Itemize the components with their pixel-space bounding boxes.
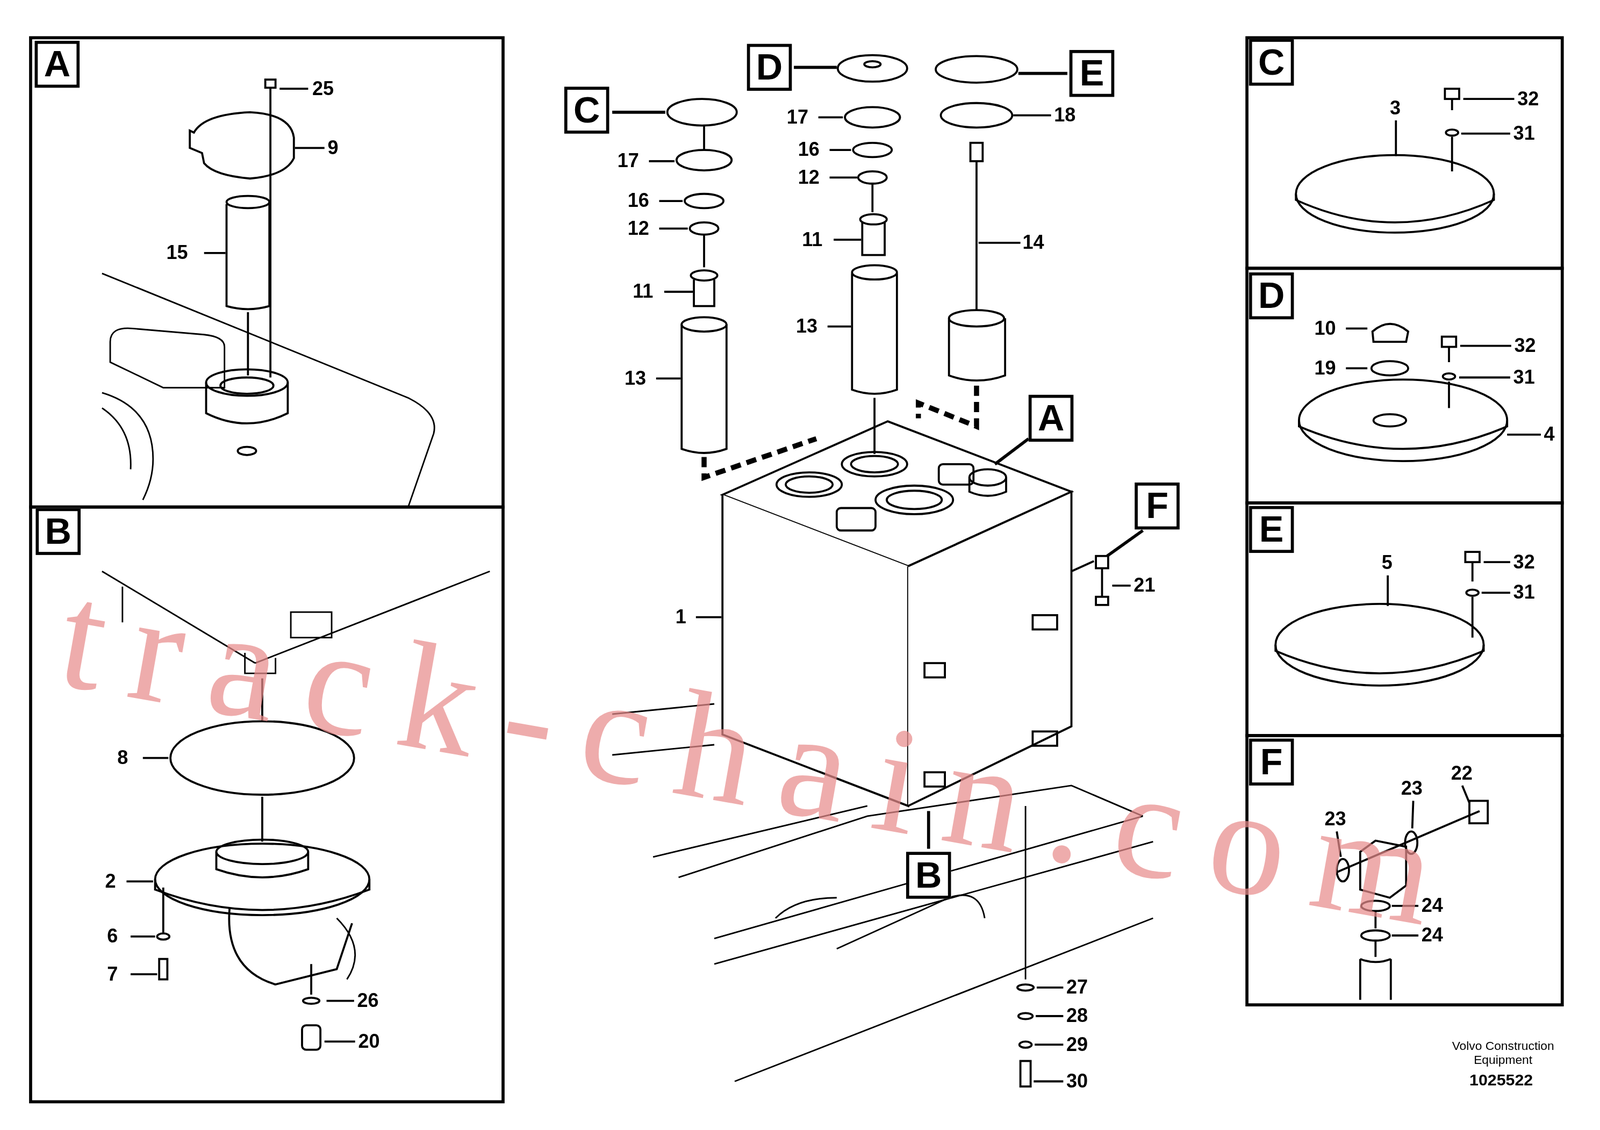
view-letter-box: A <box>34 40 81 88</box>
callout-number: 31 <box>1512 582 1537 604</box>
callout-number: 28 <box>1065 1005 1089 1028</box>
callout-number: 32 <box>1513 335 1538 357</box>
view-letter-box: F <box>1249 738 1295 786</box>
callout-number: 7 <box>105 963 119 986</box>
callout-number: 11 <box>800 228 824 251</box>
callout-number: 6 <box>105 926 119 948</box>
callout-number: 23 <box>1400 778 1424 800</box>
callout-number: 14 <box>1021 232 1045 254</box>
callout-number: 3 <box>1388 97 1402 119</box>
callout-number: 15 <box>165 242 190 264</box>
callout-number: 31 <box>1512 123 1537 145</box>
callout-number: 30 <box>1065 1071 1089 1093</box>
view-letter: E <box>1079 55 1105 92</box>
view-letter: A <box>44 45 71 83</box>
callout-number: 12 <box>797 167 821 189</box>
callout-number: 4 <box>1543 424 1556 446</box>
callout-number: 5 <box>1380 552 1394 575</box>
callout-number: 13 <box>794 316 819 338</box>
callout-number: 17 <box>616 150 641 172</box>
view-letter: C <box>1258 44 1285 81</box>
callout-number: 17 <box>785 106 810 128</box>
view-letter-box: C <box>564 86 610 134</box>
view-letter: B <box>45 513 72 550</box>
callout-number: 12 <box>626 217 651 240</box>
view-letter-box: B <box>906 851 952 899</box>
callout-number: 24 <box>1420 895 1445 917</box>
view-letter-box: D <box>1249 272 1295 320</box>
callout-number: 18 <box>1052 104 1077 127</box>
view-letter-box: B <box>35 508 81 556</box>
callout-number: 16 <box>797 139 821 161</box>
view-letter: F <box>1145 488 1169 525</box>
callout-number: 26 <box>356 990 380 1013</box>
view-letter-box: F <box>1134 482 1180 530</box>
callout-number: 13 <box>623 368 648 390</box>
callout-number: 31 <box>1512 367 1537 389</box>
maker-note: Volvo Construction Equipment <box>1446 1039 1560 1068</box>
callout-number: 21 <box>1132 575 1157 597</box>
view-letter-box: D <box>747 44 793 91</box>
callout-number: 16 <box>626 190 651 212</box>
callout-number: 32 <box>1512 551 1537 573</box>
view-letter: B <box>915 857 942 894</box>
view-letter-box: A <box>1028 395 1074 442</box>
view-letter: C <box>573 91 600 129</box>
view-letter-box: E <box>1069 49 1115 97</box>
callout-number: 20 <box>357 1031 382 1053</box>
callout-number: 19 <box>1312 357 1337 380</box>
view-letter: F <box>1260 743 1283 781</box>
view-letter: A <box>1037 399 1065 437</box>
view-letter: D <box>1258 277 1285 314</box>
callout-number: 1 <box>674 606 688 629</box>
drawing-number: 1025522 <box>1469 1071 1533 1090</box>
callout-number: 29 <box>1065 1034 1089 1056</box>
callout-number: 24 <box>1420 924 1445 947</box>
view-letter-box: C <box>1249 38 1295 86</box>
view-letter: D <box>756 48 783 86</box>
callout-number: 22 <box>1450 762 1474 785</box>
callout-number: 23 <box>1323 808 1347 831</box>
callout-number: 11 <box>631 281 655 303</box>
callout-number: 10 <box>1312 318 1337 340</box>
callout-number: 2 <box>104 871 118 893</box>
view-letter: E <box>1259 511 1284 548</box>
callout-number: 25 <box>311 77 335 100</box>
callout-number: 9 <box>326 137 340 159</box>
callout-number: 27 <box>1065 977 1089 999</box>
view-letter-box: E <box>1249 506 1295 554</box>
callout-number: 32 <box>1516 88 1540 110</box>
callout-number: 8 <box>116 747 129 770</box>
